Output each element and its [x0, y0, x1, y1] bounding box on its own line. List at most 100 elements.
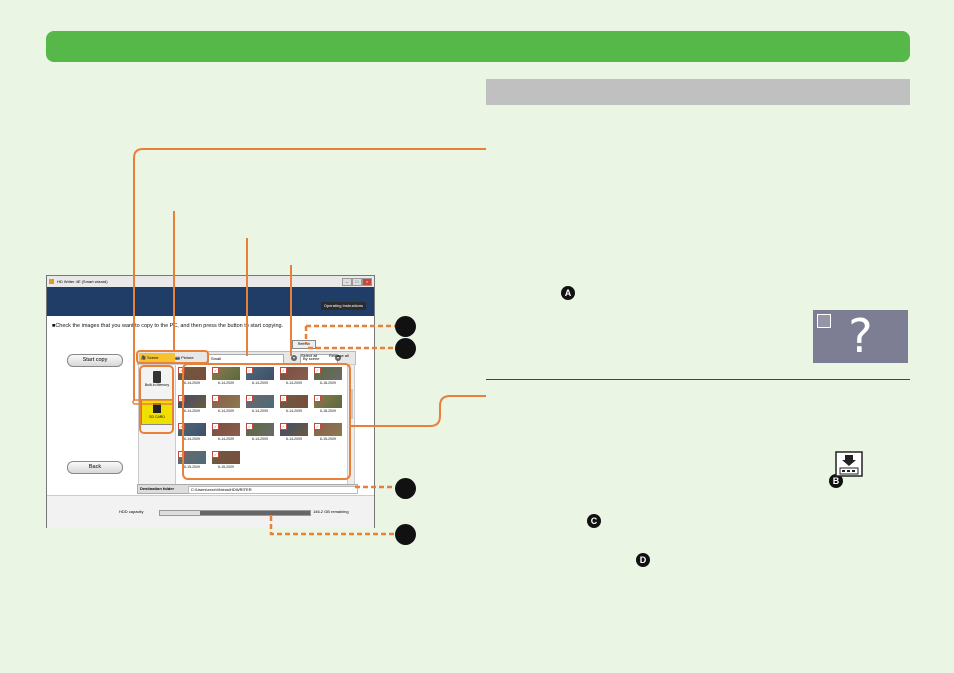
minimize-icon[interactable]: – [342, 278, 352, 286]
thumbnail-item[interactable]: ✓ 6-15-2009 [212, 451, 240, 471]
app-window: HD Writer 4E (Smart wizard) – □ × Operat… [46, 275, 375, 528]
divider [486, 379, 910, 380]
question-mark-icon: ? [848, 309, 873, 363]
tab-picture[interactable]: 📷 Picture [175, 355, 194, 360]
thumbnail-checkbox[interactable]: ✓ [314, 395, 321, 402]
operating-instructions-button[interactable]: Operating Instructions [320, 302, 366, 310]
thumbnail-checkbox[interactable]: ✓ [178, 367, 185, 374]
thumbnail-checkbox[interactable]: ✓ [212, 451, 219, 458]
capacity-label: HDD capacity [119, 509, 144, 514]
thumbnail-date: 6-15-2009 [218, 465, 234, 469]
memory-chip-icon [153, 371, 161, 383]
thumbnail-item[interactable]: ✓ 6-14-2009 [178, 395, 206, 415]
thumbnail-date: 6-14-2009 [252, 437, 268, 441]
thumbnail-date: 6-14-2009 [218, 381, 234, 385]
thumbnail-item[interactable]: ✓ 6-14-2009 [212, 367, 240, 387]
thumbnail-date: 6-15-2009 [184, 465, 200, 469]
thumbnail-checkbox[interactable]: ✓ [246, 395, 253, 402]
thumbnail-date: 6-14-2009 [252, 409, 268, 413]
thumbnail-checkbox[interactable]: ✓ [178, 395, 185, 402]
thumbnail-image [280, 367, 308, 380]
thumbnail-item[interactable]: ✓ 6-14-2009 [280, 395, 308, 415]
thumbnail-date: 6-14-2009 [184, 409, 200, 413]
thumbnail-item[interactable]: ✓6-14-2009 [246, 367, 274, 387]
thumbnail-image [178, 423, 206, 436]
thumbnail-checkbox[interactable]: ✓ [314, 423, 321, 430]
thumbnail-image [212, 423, 240, 436]
thumbnail-checkbox[interactable]: ✓ [314, 367, 321, 374]
thumbnail-date: 6-14-2009 [286, 409, 302, 413]
thumbnail-item[interactable]: ✓ 6-18-2009 [314, 395, 342, 415]
thumbnail-checkbox[interactable]: ✓ [178, 451, 185, 458]
thumbnail-item[interactable]: ✓ 6-14-2009 [280, 423, 308, 443]
thumbnail-image [178, 367, 206, 380]
back-button[interactable]: Back [67, 461, 123, 474]
thumbnail-checkbox[interactable]: ✓ [246, 367, 253, 374]
thumbnail-date: 6-18-2009 [320, 381, 336, 385]
marker-a: A [561, 286, 575, 300]
refresh-button[interactable]: Refresh [292, 340, 316, 349]
thumbnail-checkbox[interactable]: ✓ [246, 423, 253, 430]
wizard-header: Operating Instructions [47, 287, 374, 316]
instruction-text: ■Check the images that you want to copy … [52, 323, 284, 329]
built-in-memory-button[interactable]: Built-in Memory [143, 371, 171, 387]
thumbnail-image [178, 451, 206, 464]
callout-dot-4 [395, 524, 416, 545]
thumbnail-date: 6-14-2009 [184, 381, 200, 385]
thumbnail-date: 6-14-2009 [184, 437, 200, 441]
thumbnail-date: 6-14-2009 [218, 409, 234, 413]
thumbnail-image [178, 395, 206, 408]
callout-dot-3 [395, 478, 416, 499]
thumbnail-item[interactable]: ✓ 6-15-2009 [178, 451, 206, 471]
marker-c: C [587, 514, 601, 528]
thumbnail-item[interactable]: ✓ 6-15-2009 [314, 423, 342, 443]
status-bar: HDD capacity 146.2 GB remaining [47, 495, 374, 528]
maximize-icon[interactable]: □ [352, 278, 362, 286]
thumbnail-checkbox[interactable]: ✓ [280, 395, 287, 402]
thumbnail-date: 6-18-2009 [320, 409, 336, 413]
thumbnail-image [314, 423, 342, 436]
thumbnail-checkbox[interactable]: ✓ [178, 423, 185, 430]
thumbnail-checkbox[interactable]: ✓ [280, 367, 287, 374]
thumbnail-item[interactable]: ✓ 6-14-2009 [212, 423, 240, 443]
checkbox-icon [817, 314, 831, 328]
header-bar [46, 31, 910, 62]
capacity-bar [159, 510, 311, 516]
thumbnail-date: 6-15-2009 [320, 437, 336, 441]
destination-path: C:\Users\xxxx\Videos\HDWRITER [188, 486, 358, 494]
sd-card-icon [153, 403, 161, 413]
thumbnail-checkbox[interactable]: ✓ [212, 367, 219, 374]
start-copy-button[interactable]: Start copy [67, 354, 123, 367]
thumbnail-image [246, 367, 274, 380]
close-icon[interactable]: × [362, 278, 372, 286]
thumbnail-image [314, 395, 342, 408]
thumbnail-image [212, 451, 240, 464]
marker-d: D [636, 553, 650, 567]
unknown-thumbnail: ? [813, 310, 908, 363]
hdd-copy-icon [835, 451, 863, 477]
tab-scene[interactable]: 🎥 Scene [139, 353, 175, 363]
thumbnail-item[interactable]: ✓ 6-14-2009 [246, 423, 274, 443]
thumbnail-checkbox[interactable]: ✓ [280, 423, 287, 430]
thumbnail-image [246, 395, 274, 408]
thumbnail-item[interactable]: ✓ 6-14-2009 [212, 395, 240, 415]
thumbnail-checkbox[interactable]: ✓ [212, 423, 219, 430]
thumbnail-item[interactable]: ✓ 6-18-2009 [314, 367, 342, 387]
sort-dropdown-icon[interactable]: ▾ [335, 355, 341, 361]
thumbnail-grid: ✓ 6-14-2009 ✓ 6-14-2009 ✓ 6-14-2009 ✓ 6-14-2009… [175, 364, 355, 485]
thumbnail-date: 6-14-2009 [286, 437, 302, 441]
release-all-button[interactable]: Release all [329, 353, 349, 358]
size-dropdown-icon[interactable]: ▾ [291, 355, 297, 361]
thumbnail-checkbox[interactable]: ✓ [212, 395, 219, 402]
select-all-button[interactable]: Select all [301, 353, 318, 358]
thumbnail-item[interactable]: ✓ 6-14-2009 [178, 367, 206, 387]
section-heading-bar [486, 79, 910, 105]
remaining-text: 146.2 GB remaining [313, 509, 349, 514]
thumbnail-image [314, 367, 342, 380]
thumbnail-item[interactable]: ✓ 6-14-2009 [178, 423, 206, 443]
thumbnail-item[interactable]: ✓ 6-14-2009 [246, 395, 274, 415]
thumbnail-item[interactable]: ✓6-14-2009 [280, 367, 308, 387]
thumbnail-date: 6-14-2009 [218, 437, 234, 441]
thumbnail-image [280, 423, 308, 436]
